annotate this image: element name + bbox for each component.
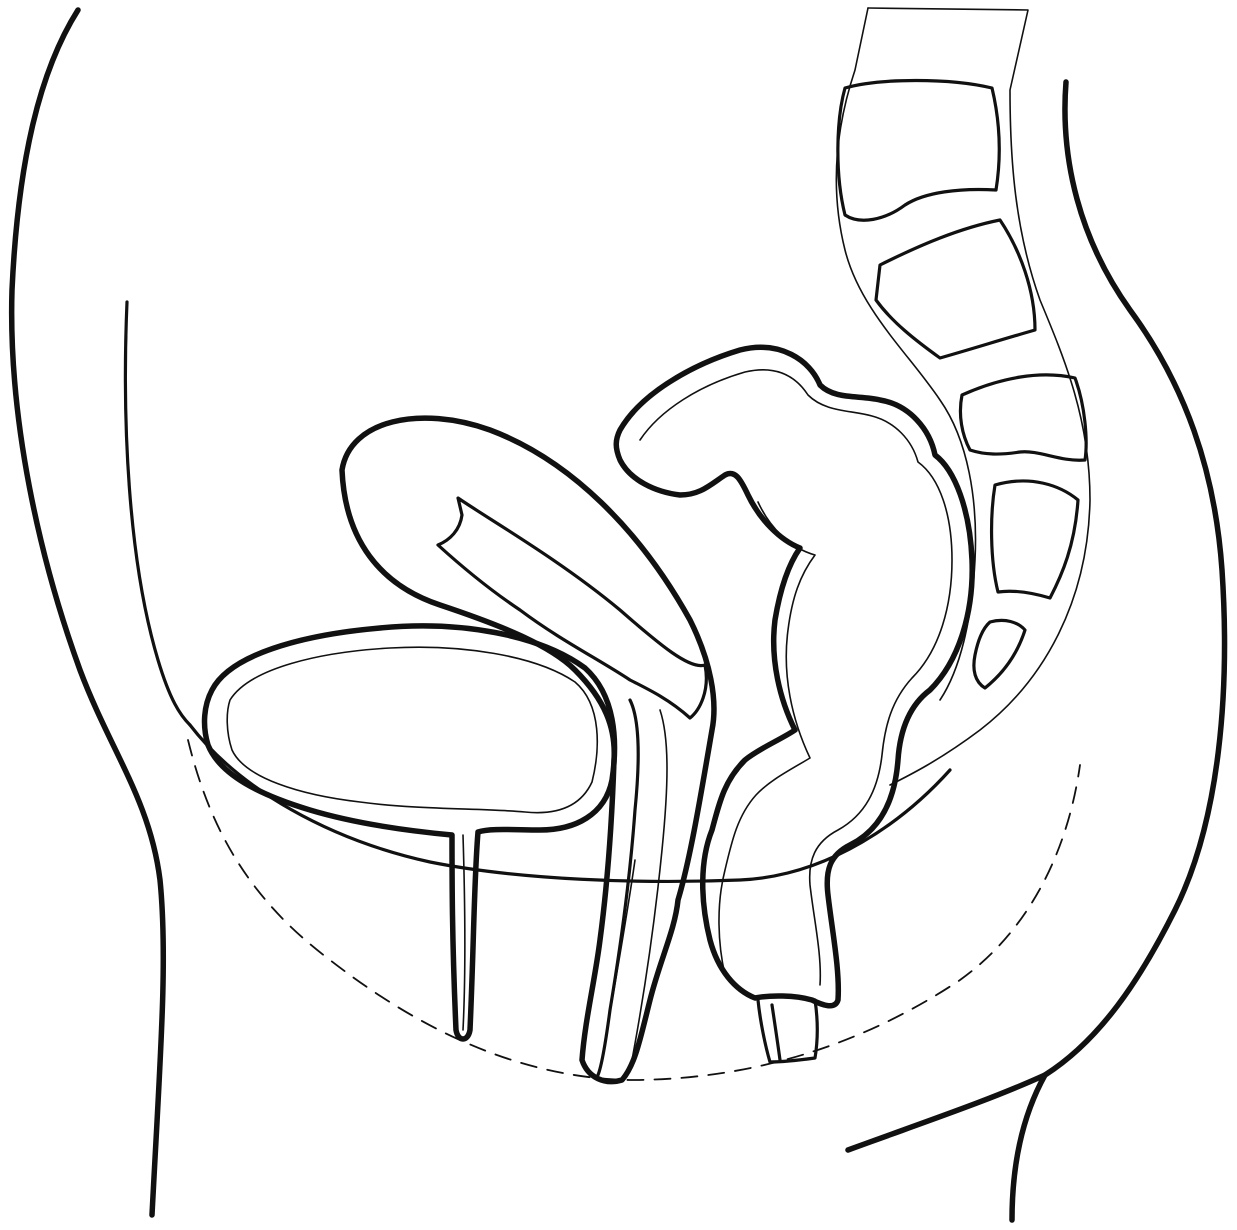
buttock-outline — [848, 1075, 1045, 1150]
uterus — [342, 418, 714, 1081]
vertebra-2 — [876, 220, 1035, 358]
bladder-inner-wall — [227, 647, 597, 812]
anal-canal — [758, 1000, 817, 1062]
pelvic-floor-dashed-line — [188, 740, 1080, 1080]
uterine-cavity — [438, 498, 706, 718]
vertebra-3 — [960, 375, 1086, 460]
abdominal-wall-line — [125, 302, 190, 725]
rectum-sigmoid-colon — [616, 347, 972, 1005]
vertebra-1 — [838, 81, 999, 221]
vertebra-4 — [992, 481, 1078, 598]
rectum-inner-wall — [640, 370, 952, 985]
vagina-inner-wall — [600, 710, 667, 1070]
urethra — [463, 835, 465, 1030]
spine-column-outline — [868, 8, 1090, 785]
body-outline-back — [1012, 82, 1225, 1220]
bladder — [205, 626, 615, 1039]
vertebra-5 — [974, 620, 1025, 688]
body-outline-front — [12, 10, 164, 1215]
